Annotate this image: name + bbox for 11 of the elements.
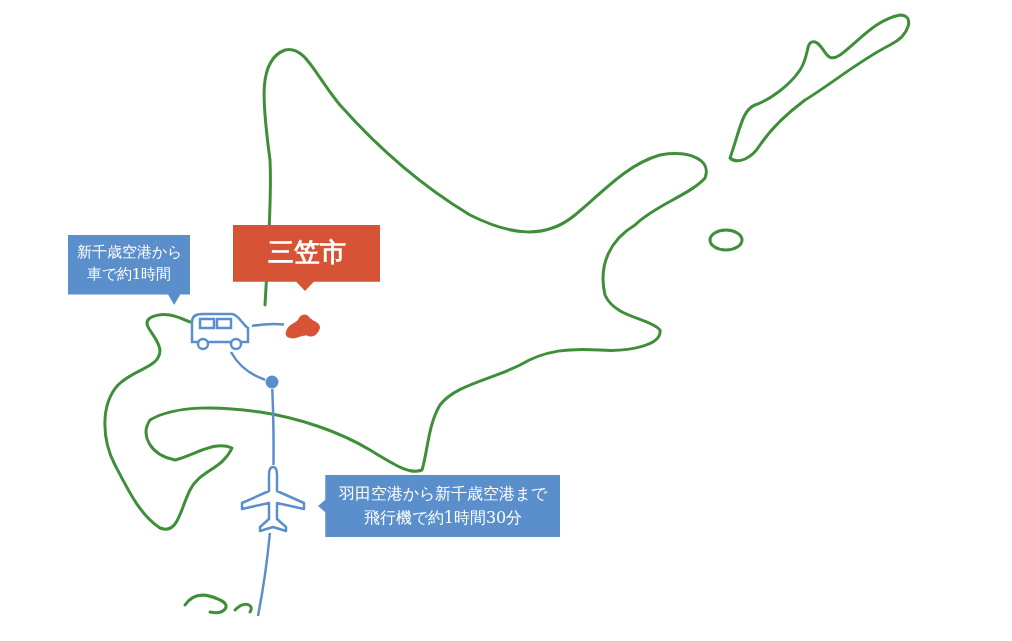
route-line bbox=[229, 351, 266, 381]
airport-dot bbox=[265, 375, 279, 389]
place-name-label: 三笠市 bbox=[233, 225, 380, 291]
route-line bbox=[251, 322, 285, 328]
callout-box: 新千歳空港から車で約1時間 bbox=[68, 235, 190, 305]
airplane-icon bbox=[240, 465, 306, 533]
city-area-shape bbox=[284, 312, 322, 340]
route-line bbox=[271, 388, 275, 465]
callout-box: 羽田空港から新千歳空港まで飛行機で約1時間30分 bbox=[318, 475, 560, 537]
route-line bbox=[256, 532, 272, 617]
car-icon bbox=[188, 312, 252, 352]
